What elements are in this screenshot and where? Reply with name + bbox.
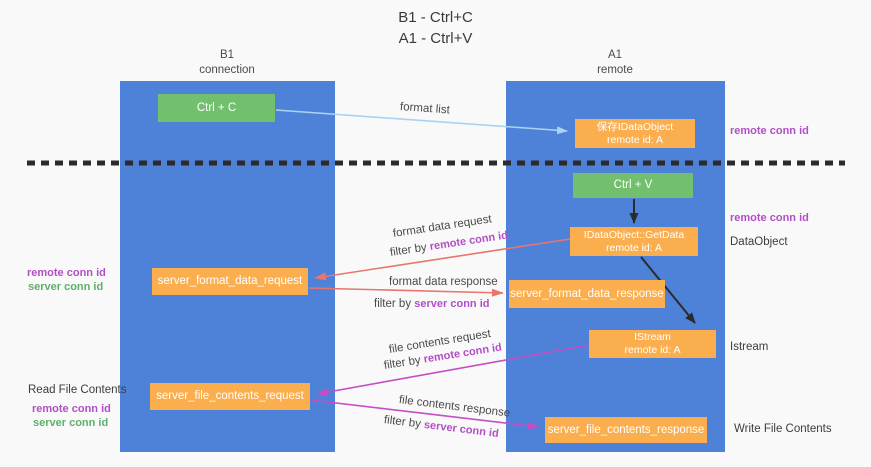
node-istream: IStream remote id: A bbox=[589, 330, 716, 358]
format-data-response-label: format data response bbox=[389, 276, 498, 288]
getdata-line2: remote id: A bbox=[605, 241, 663, 254]
right-remote-conn-id-2: remote conn id bbox=[730, 212, 809, 224]
format-data-response-arrow bbox=[308, 287, 504, 297]
node-save-idataobject: 保存IDataObject remote id: A bbox=[575, 119, 695, 148]
lane-a1-subtitle: remote bbox=[597, 64, 633, 76]
filter-by-text: filter by bbox=[389, 241, 428, 259]
ctrl-c-label: Ctrl + C bbox=[196, 101, 237, 114]
node-server-format-data-response: server_format_data_response bbox=[509, 280, 665, 308]
node-server-file-contents-request: server_file_contents_request bbox=[150, 383, 310, 410]
lane-a1-title: A1 bbox=[607, 49, 623, 61]
lane-b1-subtitle: connection bbox=[199, 64, 255, 76]
right-remote-conn-id-1: remote conn id bbox=[730, 125, 809, 137]
getdata-line1: IDataObject::GetData bbox=[583, 228, 685, 241]
filter-by-text: filter by bbox=[383, 354, 422, 372]
lane-b1-title: B1 bbox=[219, 49, 235, 61]
lane-header-b1: B1 connection bbox=[152, 48, 302, 78]
node-idataobject-getdata: IDataObject::GetData remote id: A bbox=[570, 227, 698, 256]
save-idataobject-line1: 保存IDataObject bbox=[596, 120, 674, 133]
file-contents-response-filter-label: filter by server conn id bbox=[383, 413, 499, 441]
file-contents-response-label: file contents response bbox=[398, 394, 511, 420]
server-conn-id-text: server conn id bbox=[423, 418, 500, 441]
node-server-format-data-request: server_format_data_request bbox=[152, 268, 308, 295]
server-conn-id-text: server conn id bbox=[414, 298, 490, 310]
server-format-data-request-label: server_format_data_request bbox=[157, 275, 303, 287]
server-file-contents-response-label: server_file_contents_response bbox=[547, 423, 705, 436]
left-server-conn-id-1: server conn id bbox=[28, 281, 104, 293]
remote-conn-id-text: remote conn id bbox=[428, 229, 509, 253]
title-line-2: A1 - Ctrl+V bbox=[398, 30, 473, 47]
server-format-data-response-label: server_format_data_response bbox=[510, 287, 664, 300]
server-file-contents-request-label: server_file_contents_request bbox=[156, 390, 304, 402]
node-server-file-contents-response: server_file_contents_response bbox=[545, 417, 707, 443]
left-remote-conn-id-1: remote conn id bbox=[27, 267, 106, 279]
write-file-contents-annotation: Write File Contents bbox=[734, 423, 832, 435]
node-ctrl-v: Ctrl + V bbox=[573, 173, 693, 198]
istream-line1: IStream bbox=[634, 331, 671, 343]
node-ctrl-c: Ctrl + C bbox=[158, 94, 275, 122]
lane-header-a1: A1 remote bbox=[540, 48, 690, 78]
ctrl-v-label: Ctrl + V bbox=[613, 179, 653, 191]
format-list-label: format list bbox=[399, 101, 451, 117]
format-data-response-filter-label: filter by server conn id bbox=[374, 297, 489, 311]
left-remote-conn-id-2: remote conn id bbox=[32, 403, 111, 415]
title-line-1: B1 - Ctrl+C bbox=[398, 9, 473, 26]
left-server-conn-id-2: server conn id bbox=[33, 417, 109, 429]
istream-line2: remote id: A bbox=[624, 344, 681, 356]
diagram-title: B1 - Ctrl+C A1 - Ctrl+V bbox=[0, 7, 871, 49]
read-file-contents-annotation: Read File Contents bbox=[28, 384, 127, 396]
dataobject-annotation: DataObject bbox=[730, 236, 788, 248]
istream-annotation: Istream bbox=[730, 341, 769, 353]
save-idataobject-line2: remote id: A bbox=[606, 133, 664, 146]
filter-by-text: filter by bbox=[383, 414, 422, 431]
filter-by-text: filter by bbox=[374, 298, 412, 310]
